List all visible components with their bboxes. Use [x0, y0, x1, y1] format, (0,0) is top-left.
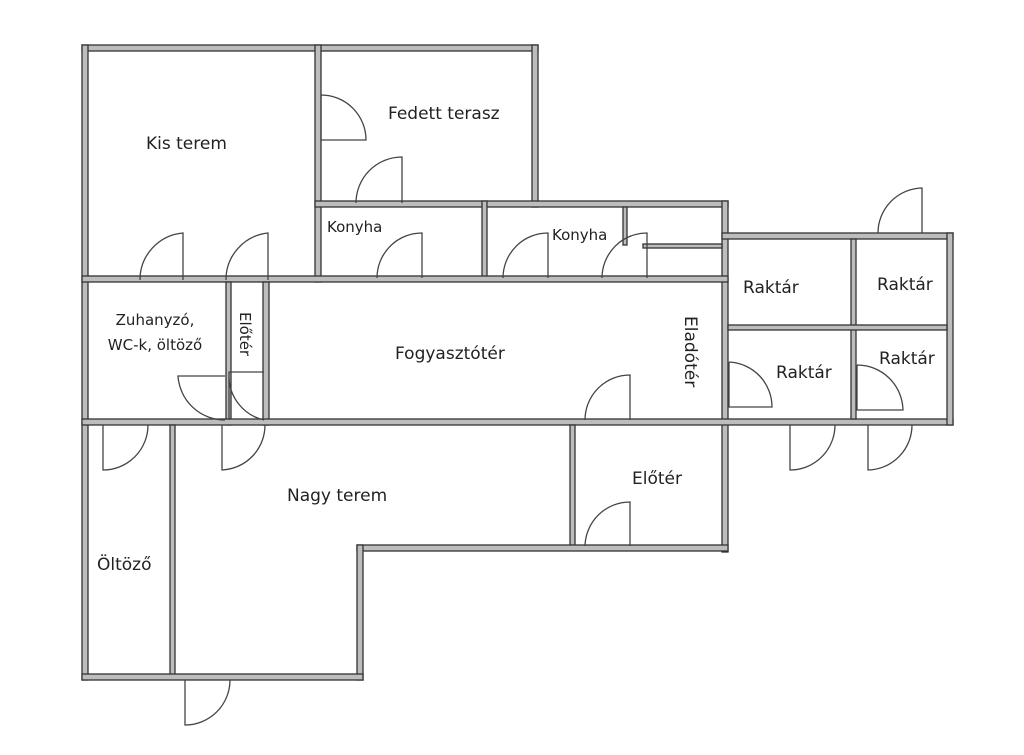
door-icon [355, 156, 403, 204]
door-icon [320, 94, 367, 141]
room-labels: Kis terem Fedett terasz Konyha Konyha Zu… [97, 104, 935, 575]
walls [81, 44, 954, 681]
door-icon [177, 375, 226, 421]
wall [727, 324, 948, 331]
room-label-nagy-terem: Nagy terem [287, 486, 387, 506]
room-label-raktar: Raktár [743, 278, 799, 298]
room-label-raktar: Raktár [776, 363, 832, 383]
door-icon [584, 501, 631, 547]
wall [569, 424, 576, 547]
wall [721, 200, 729, 553]
wall [81, 44, 89, 681]
wall [356, 544, 729, 552]
wall [721, 232, 954, 240]
room-label-zuhanyzo: Zuhanyzó, [116, 311, 195, 329]
room-label-konyha: Konyha [552, 226, 607, 244]
wall [946, 232, 954, 426]
room-label-kis-terem: Kis terem [146, 134, 227, 154]
room-label-konyha: Konyha [327, 218, 382, 236]
room-label-raktar: Raktár [877, 275, 933, 295]
door-icon [228, 371, 265, 421]
door-icon [867, 424, 913, 471]
room-label-zuhanyzo: WC-k, öltöző [108, 336, 202, 354]
door-icon [877, 187, 923, 234]
wall [481, 200, 488, 281]
wall [81, 673, 364, 681]
doors [102, 94, 923, 726]
door-icon [789, 424, 836, 471]
room-label-eloter: Előtér [632, 469, 682, 489]
door-icon [502, 232, 549, 279]
wall [622, 206, 628, 246]
wall [642, 243, 723, 249]
door-icon [139, 232, 184, 281]
wall [81, 418, 954, 426]
room-label-oltozo: Öltöző [97, 553, 152, 575]
wall [356, 544, 364, 681]
wall [314, 200, 729, 208]
door-icon [376, 232, 423, 279]
wall [169, 424, 176, 676]
room-label-fedett-terasz: Fedett terasz [388, 104, 500, 124]
wall [262, 281, 270, 426]
room-label-eloter-small: Előtér [236, 312, 254, 357]
room-label-raktar: Raktár [879, 349, 935, 369]
room-label-eladoter: Eladótér [680, 316, 700, 387]
wall [314, 44, 322, 283]
door-icon [102, 424, 149, 471]
door-icon [856, 364, 904, 411]
wall [531, 44, 539, 208]
room-label-fogyasztoter: Fogyasztótér [395, 344, 505, 364]
door-icon [225, 232, 269, 281]
door-icon [728, 361, 773, 408]
wall [81, 44, 539, 52]
door-icon [584, 374, 631, 421]
door-icon [601, 232, 648, 279]
wall [81, 275, 729, 283]
door-icon [184, 679, 231, 726]
door-icon [221, 424, 266, 471]
